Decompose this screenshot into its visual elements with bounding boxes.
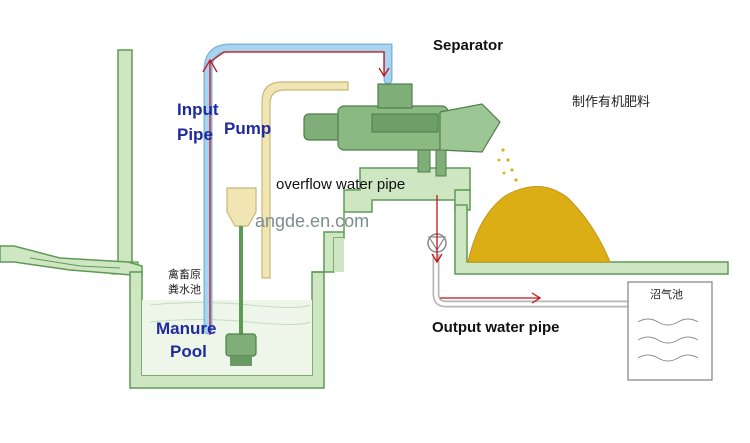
flow-arrows bbox=[202, 51, 542, 335]
output-water-pipe-label: Output water pipe bbox=[432, 319, 560, 336]
raw-manure-pool-label-line2: 粪水池 bbox=[168, 284, 201, 296]
biogas-pool bbox=[627, 281, 713, 381]
separator-platform bbox=[312, 167, 729, 275]
pump bbox=[225, 187, 257, 366]
raw-manure-pool-label-line1: 禽畜原 bbox=[168, 269, 201, 281]
input-pipe-label-line2: Pipe bbox=[177, 125, 213, 144]
output-water-pipe bbox=[427, 233, 628, 308]
fertilizer-label: 制作有机肥料 bbox=[572, 94, 651, 109]
manure-pool-label-line1: Manure bbox=[156, 319, 217, 338]
flow-arrow-input bbox=[209, 51, 385, 335]
inlet-channel bbox=[111, 49, 139, 275]
pump-label: Pump bbox=[224, 119, 272, 138]
overflow-water-pipe-label: overflow water pipe bbox=[276, 176, 406, 193]
manure-pile bbox=[467, 148, 611, 263]
input-pipe-label-line1: Input bbox=[177, 100, 219, 119]
overflow-pipe-vertical bbox=[261, 81, 349, 279]
separator-machine bbox=[303, 83, 501, 177]
separator-label: Separator bbox=[433, 37, 504, 54]
input-pipe bbox=[203, 43, 393, 335]
watermark: angde.en.com bbox=[255, 211, 370, 231]
biogas-pool-label: 沼气池 bbox=[650, 289, 683, 301]
manure-pool-label-line2: Pool bbox=[170, 342, 207, 361]
